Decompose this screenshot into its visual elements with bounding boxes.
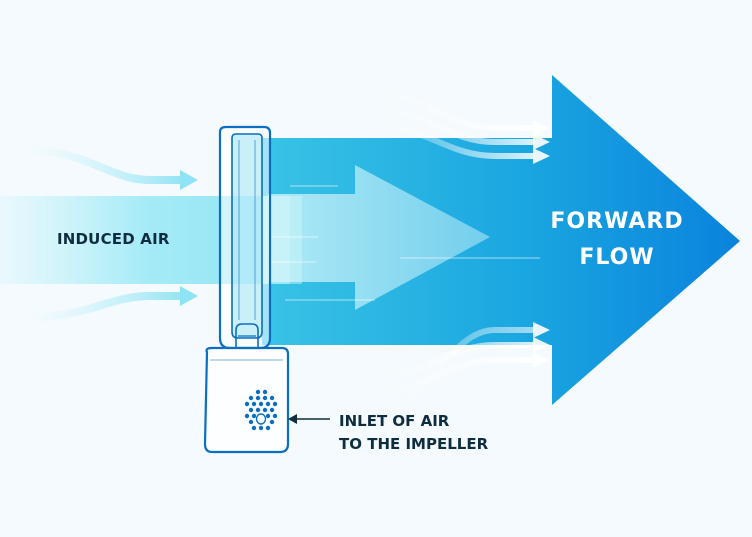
- bladeless-fan: [203, 125, 290, 454]
- forward-flow-line1: FORWARD: [550, 209, 684, 234]
- upper-air-streams: [387, 93, 550, 164]
- air-inlet-holes: [244, 389, 278, 431]
- flow-lines: [270, 185, 540, 301]
- inlet-label-line2: TO THE IMPELLER: [339, 435, 489, 453]
- inner-flow-arrow: [268, 165, 490, 310]
- inlet-pointer: [288, 414, 330, 424]
- fan-base: [203, 346, 290, 454]
- forward-flow-arrow: [262, 75, 740, 405]
- forward-flow-label: FORWARD FLOW: [542, 204, 692, 276]
- forward-flow-line2: FLOW: [579, 245, 655, 270]
- inlet-label: INLET OF AIR TO THE IMPELLER: [339, 410, 488, 456]
- induced-air-streams: [26, 146, 198, 322]
- inlet-label-line1: INLET OF AIR: [339, 412, 450, 430]
- lower-air-streams: [387, 322, 550, 408]
- induced-air-label: INDUCED AIR: [57, 230, 170, 248]
